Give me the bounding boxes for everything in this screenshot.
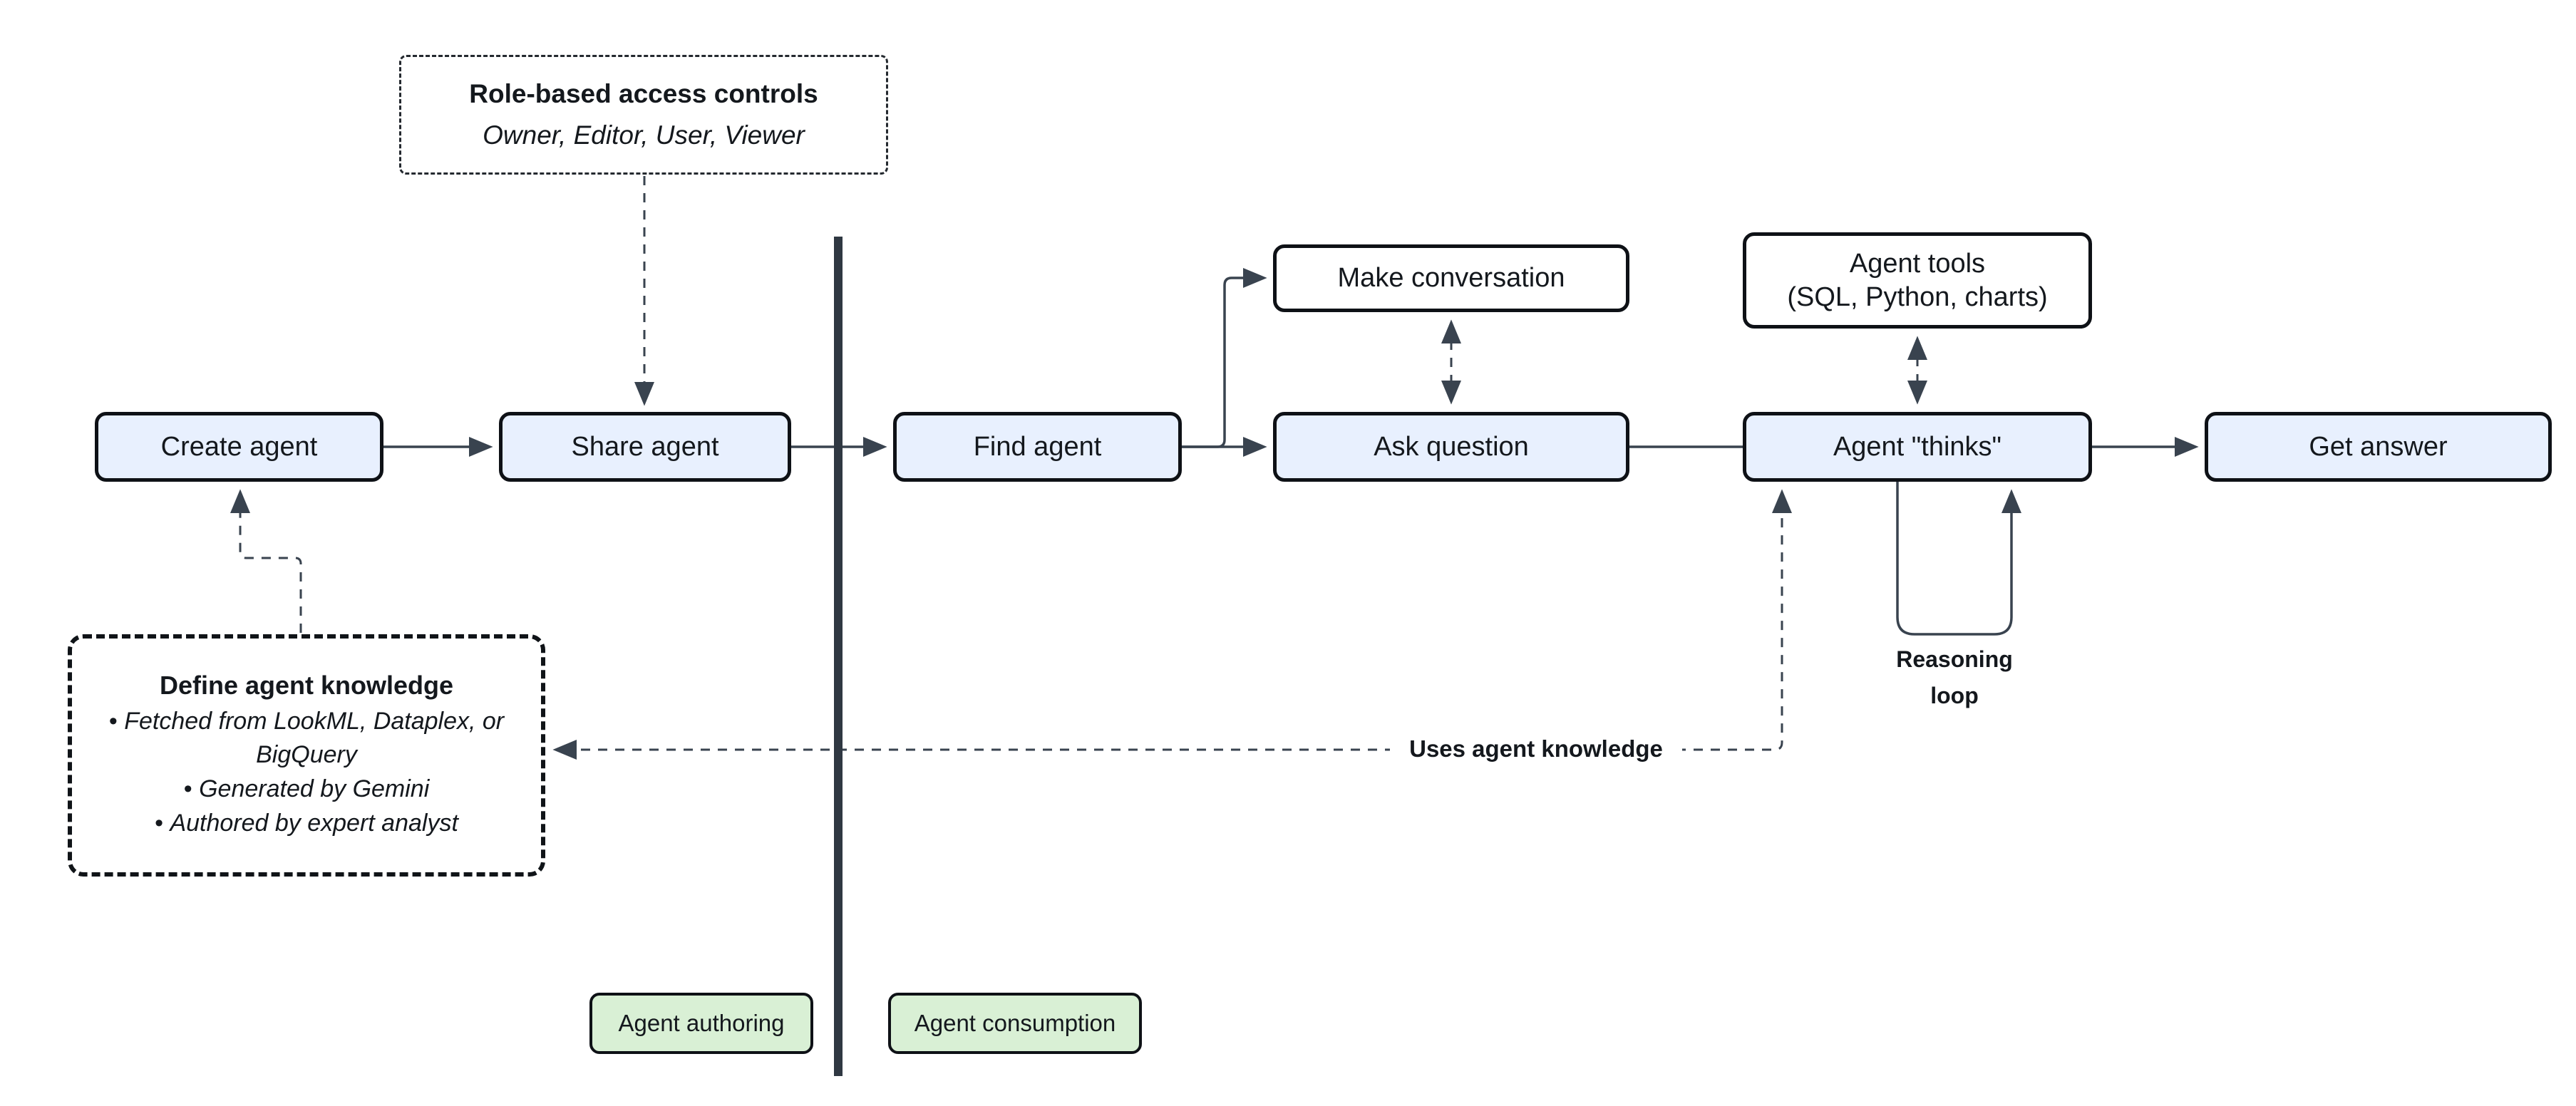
edge-find-to-make-conversation bbox=[1182, 268, 1267, 448]
zone-agent-consumption: Agent consumption bbox=[888, 993, 1142, 1054]
bullet-item: Generated by Gemini bbox=[92, 772, 521, 807]
edge-knowledge-to-create bbox=[230, 489, 302, 633]
node-label: Find agent bbox=[973, 431, 1102, 462]
node-make-conversation: Make conversation bbox=[1273, 244, 1629, 312]
authoring-consumption-divider bbox=[834, 237, 843, 1076]
zone-agent-authoring: Agent authoring bbox=[589, 993, 813, 1054]
define-knowledge-bullets: Fetched from LookML, Dataplex, or BigQue… bbox=[72, 705, 541, 840]
define-knowledge-title: Define agent knowledge bbox=[159, 670, 454, 700]
edge-uses-knowledge-right bbox=[1676, 489, 1792, 751]
bullet-item: Fetched from LookML, Dataplex, or BigQue… bbox=[92, 705, 521, 772]
node-create-agent: Create agent bbox=[95, 412, 383, 482]
note-define-knowledge: Define agent knowledge Fetched from Look… bbox=[68, 634, 545, 877]
node-label: Ask question bbox=[1374, 431, 1529, 462]
node-agent-tools: Agent tools (SQL, Python, charts) bbox=[1743, 232, 2092, 329]
node-label: Agent "thinks" bbox=[1833, 431, 2002, 462]
role-access-subtitle: Owner, Editor, User, Viewer bbox=[483, 120, 805, 150]
node-label: Agent tools bbox=[1849, 249, 1986, 279]
node-get-answer: Get answer bbox=[2205, 412, 2552, 482]
edge-reasoning-loop bbox=[1896, 482, 2021, 636]
note-role-access: Role-based access controls Owner, Editor… bbox=[399, 55, 888, 175]
node-label: Make conversation bbox=[1337, 263, 1565, 294]
node-share-agent: Share agent bbox=[499, 412, 791, 482]
role-access-title: Role-based access controls bbox=[469, 79, 818, 108]
node-ask-question: Ask question bbox=[1273, 412, 1629, 482]
zone-label: Agent authoring bbox=[618, 1010, 785, 1036]
node-agent-thinks: Agent "thinks" bbox=[1743, 412, 2092, 482]
zone-label: Agent consumption bbox=[914, 1010, 1116, 1036]
bullet-item: Authored by expert analyst bbox=[92, 807, 521, 841]
reasoning-loop-label: Reasoning loop bbox=[1876, 641, 2033, 715]
uses-knowledge-label: Uses agent knowledge bbox=[1390, 733, 1682, 766]
node-label: (SQL, Python, charts) bbox=[1787, 281, 2048, 312]
node-label: Get answer bbox=[2309, 431, 2448, 462]
node-label: Create agent bbox=[160, 431, 318, 462]
node-label: Share agent bbox=[571, 431, 719, 462]
node-find-agent: Find agent bbox=[893, 412, 1182, 482]
